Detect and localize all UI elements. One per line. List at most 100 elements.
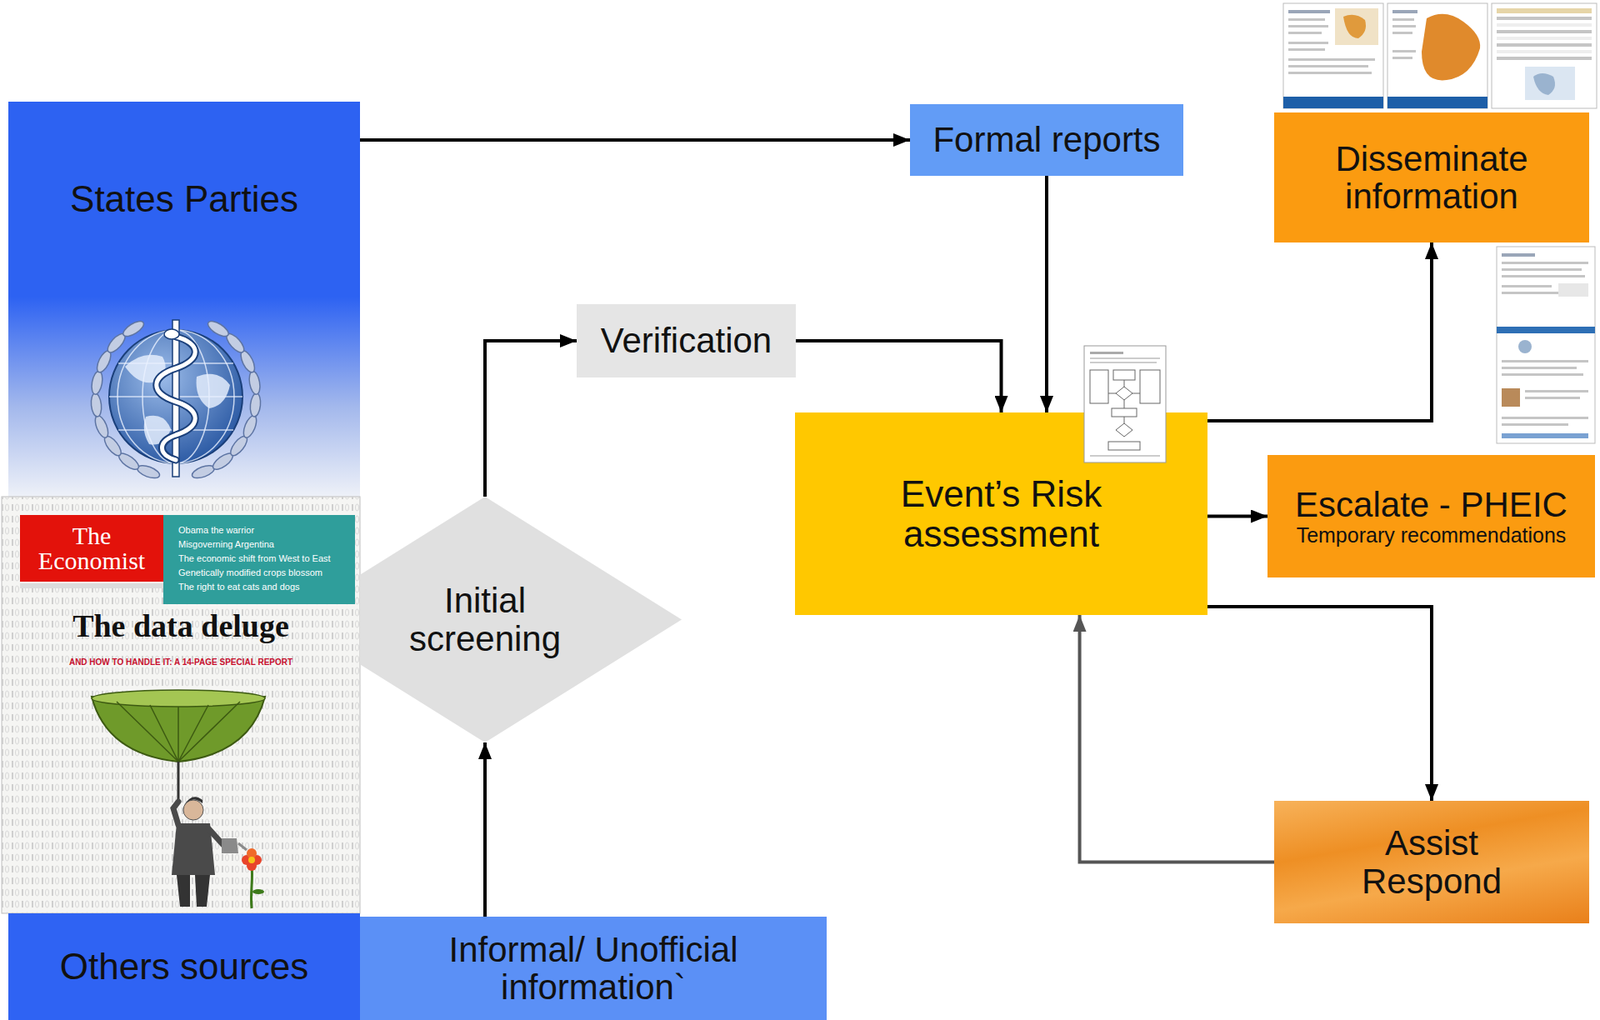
node-title: Initial screening <box>385 581 585 658</box>
document-thumbnail <box>1083 345 1167 464</box>
staff-and-snake <box>156 336 196 460</box>
document-thumbnail <box>1113 370 1135 380</box>
web-page-thumbnail <box>1392 25 1416 28</box>
node-title: Escalate - PHEIC <box>1295 485 1568 524</box>
document-thumbnail <box>1090 455 1160 457</box>
web-page-thumbnail <box>1392 50 1416 53</box>
document-thumbnail <box>1124 416 1125 424</box>
cover-headline: The right to eat cats and dogs <box>178 581 300 593</box>
cover-headline: Obama the warrior <box>178 525 255 536</box>
process-box: Verification <box>576 304 796 378</box>
web-page-thumbnail <box>1501 373 1584 376</box>
web-page-thumbnail <box>1518 340 1532 354</box>
magazine-cover <box>1 496 360 914</box>
staff-and-snake <box>156 336 196 460</box>
man-figure <box>221 838 239 854</box>
web-page-thumbnail <box>1288 31 1322 35</box>
web-page-thumbnail <box>1501 285 1552 288</box>
laurel-leaves <box>249 392 262 417</box>
web-page-thumbnail <box>1421 14 1480 81</box>
source-box: Informal/ Unofficial information` <box>360 916 827 1020</box>
document-thumbnail <box>1115 423 1133 437</box>
flower <box>250 866 252 909</box>
masthead: The Economist <box>20 523 164 574</box>
web-page-thumbnail <box>1343 15 1366 39</box>
decision-diamond: Initial screening <box>288 496 682 743</box>
laurel-leaves <box>205 318 231 340</box>
web-page-thumbnail <box>1496 36 1592 40</box>
node-title: Others sources <box>60 946 309 987</box>
output-box: Assist Respond <box>1274 800 1590 924</box>
web-page-thumbnail <box>1335 8 1379 45</box>
process-box: Formal reports <box>910 104 1184 176</box>
cover-headline: Misgoverning Argentina <box>178 539 275 550</box>
laurel-leaves <box>247 370 262 396</box>
web-page-thumbnail <box>1501 388 1520 407</box>
laurel-leaves <box>240 414 260 440</box>
web-page-thumbnail <box>1491 3 1597 109</box>
web-page-thumbnail <box>1496 23 1592 27</box>
cover-headline: Misgoverning Argentina <box>178 535 275 551</box>
cover-headline: The right to eat cats and dogs <box>178 578 300 594</box>
web-page-thumbnail <box>1387 3 1488 109</box>
web-page-thumbnail <box>1533 73 1555 95</box>
flow-arrow <box>1080 615 1275 863</box>
web-page-thumbnail <box>1501 366 1577 370</box>
source-box: Others sources <box>8 913 360 1020</box>
node-title: Assist Respond <box>1323 824 1540 900</box>
document-thumbnail <box>1090 370 1109 404</box>
cover-subtitle: AND HOW TO HANDLE IT: A 14-PAGE SPECIAL … <box>69 657 293 668</box>
masthead: The Economist <box>25 523 159 574</box>
flower <box>241 848 265 909</box>
document-thumbnail <box>1090 361 1157 364</box>
web-page-thumbnail <box>1558 283 1589 297</box>
node-title: States Parties <box>70 179 299 220</box>
magazine-cover <box>1 496 360 914</box>
laurel-leaves <box>190 463 216 481</box>
web-page-thumbnail <box>1392 56 1413 60</box>
laurel-leaves <box>90 370 105 396</box>
web-page-thumbnail <box>1501 416 1589 420</box>
cover-headline: The economic shift from West to East <box>178 550 331 565</box>
laurel-leaves <box>135 463 161 481</box>
flow-arrow <box>795 340 1002 413</box>
web-page-thumbnail <box>1501 360 1589 363</box>
web-page-thumbnail <box>1288 65 1369 68</box>
diamond-outline <box>360 496 682 743</box>
staff-and-snake <box>164 329 180 340</box>
laurel-leaves <box>90 318 262 481</box>
cover-title: The data deluge <box>1 608 360 645</box>
node-title: Disseminate information <box>1298 140 1565 216</box>
cover-headline: Genetically modified crops blossom <box>178 564 323 580</box>
web-page-thumbnail <box>1387 96 1488 109</box>
web-page-thumbnail <box>1496 326 1595 334</box>
node-title: Verification <box>600 321 772 360</box>
web-page-thumbnail <box>1392 18 1415 21</box>
man-figure <box>184 796 203 805</box>
flow-arrow <box>483 742 487 917</box>
document-thumbnail <box>1090 351 1124 355</box>
document-thumbnail <box>1108 380 1140 409</box>
actor-band: States Parties <box>8 101 360 297</box>
man-figure <box>238 843 247 850</box>
node-title: Informal/ Unofficial information` <box>397 930 790 1007</box>
umbrella <box>177 761 180 802</box>
web-page-thumbnail <box>1525 66 1575 100</box>
web-page-thumbnail <box>1288 41 1329 45</box>
web-page-thumbnail <box>1501 253 1535 257</box>
web-page-thumbnail <box>1501 291 1560 295</box>
flower <box>248 856 255 864</box>
man-figure <box>176 875 210 907</box>
assessment-box: Event’s Risk assessment <box>795 412 1208 615</box>
web-page-thumbnail <box>1288 71 1372 75</box>
web-page-thumbnail <box>1496 8 1592 14</box>
magazine-cover <box>20 515 164 582</box>
laurel-leaves <box>90 392 103 417</box>
web-page-thumbnail <box>1288 58 1375 61</box>
document-thumbnail <box>1108 441 1140 450</box>
magazine-cover <box>163 515 355 605</box>
output-box: Disseminate information <box>1274 112 1590 243</box>
web-page-thumbnail <box>1525 396 1580 400</box>
man-figure <box>208 828 224 845</box>
man-figure <box>171 796 247 907</box>
